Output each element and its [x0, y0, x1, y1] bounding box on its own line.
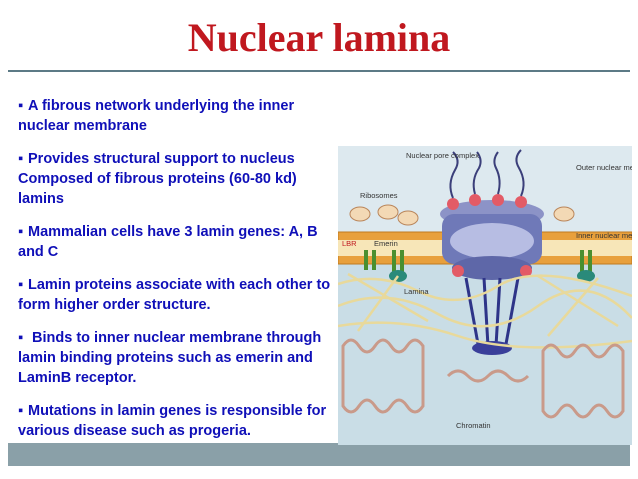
- bullet-icon: ▪: [18, 98, 24, 114]
- slide-title: Nuclear lamina: [187, 15, 451, 60]
- bullet-point: ▪Provides structural support to nucleus: [18, 151, 295, 167]
- svg-text:Chromatin: Chromatin: [456, 421, 491, 430]
- svg-text:Outer nuclear membrane: Outer nuclear membrane: [576, 163, 632, 172]
- svg-text:Inner nuclear membrane: Inner nuclear membrane: [576, 231, 632, 240]
- bullet-icon: ▪: [18, 277, 24, 293]
- text-line: Composed of fibrous proteins (60-80 kd) …: [18, 171, 297, 207]
- bullet-list: ▪A fibrous network underlying the inner …: [18, 96, 340, 454]
- bullet-icon: ▪: [18, 403, 24, 419]
- bullet-point: ▪Mutations in lamin genes is responsible…: [18, 403, 327, 439]
- svg-text:Nuclear pore complex: Nuclear pore complex: [406, 151, 479, 160]
- bullet-icon: ▪: [18, 330, 24, 346]
- bullet-point: ▪A fibrous network underlying the inner …: [18, 98, 295, 134]
- nuclear-pore-diagram: Nuclear pore complex Ribosomes Outer nuc…: [338, 146, 632, 445]
- svg-text:Emerin: Emerin: [374, 239, 398, 248]
- svg-text:LBR: LBR: [342, 239, 357, 248]
- svg-text:Lamina: Lamina: [404, 287, 429, 296]
- bullet-icon: ▪: [18, 224, 24, 240]
- bullet-point: ▪Lamin proteins associate with each othe…: [18, 277, 331, 313]
- frame-top-line: [8, 70, 630, 72]
- bullet-point: ▪Mammalian cells have 3 lamin genes: A, …: [18, 224, 318, 260]
- bullet-icon: ▪: [18, 151, 24, 167]
- bottom-band: [8, 443, 630, 466]
- svg-text:Ribosomes: Ribosomes: [360, 191, 398, 200]
- bullet-point: ▪ Binds to inner nuclear membrane throug…: [18, 330, 322, 386]
